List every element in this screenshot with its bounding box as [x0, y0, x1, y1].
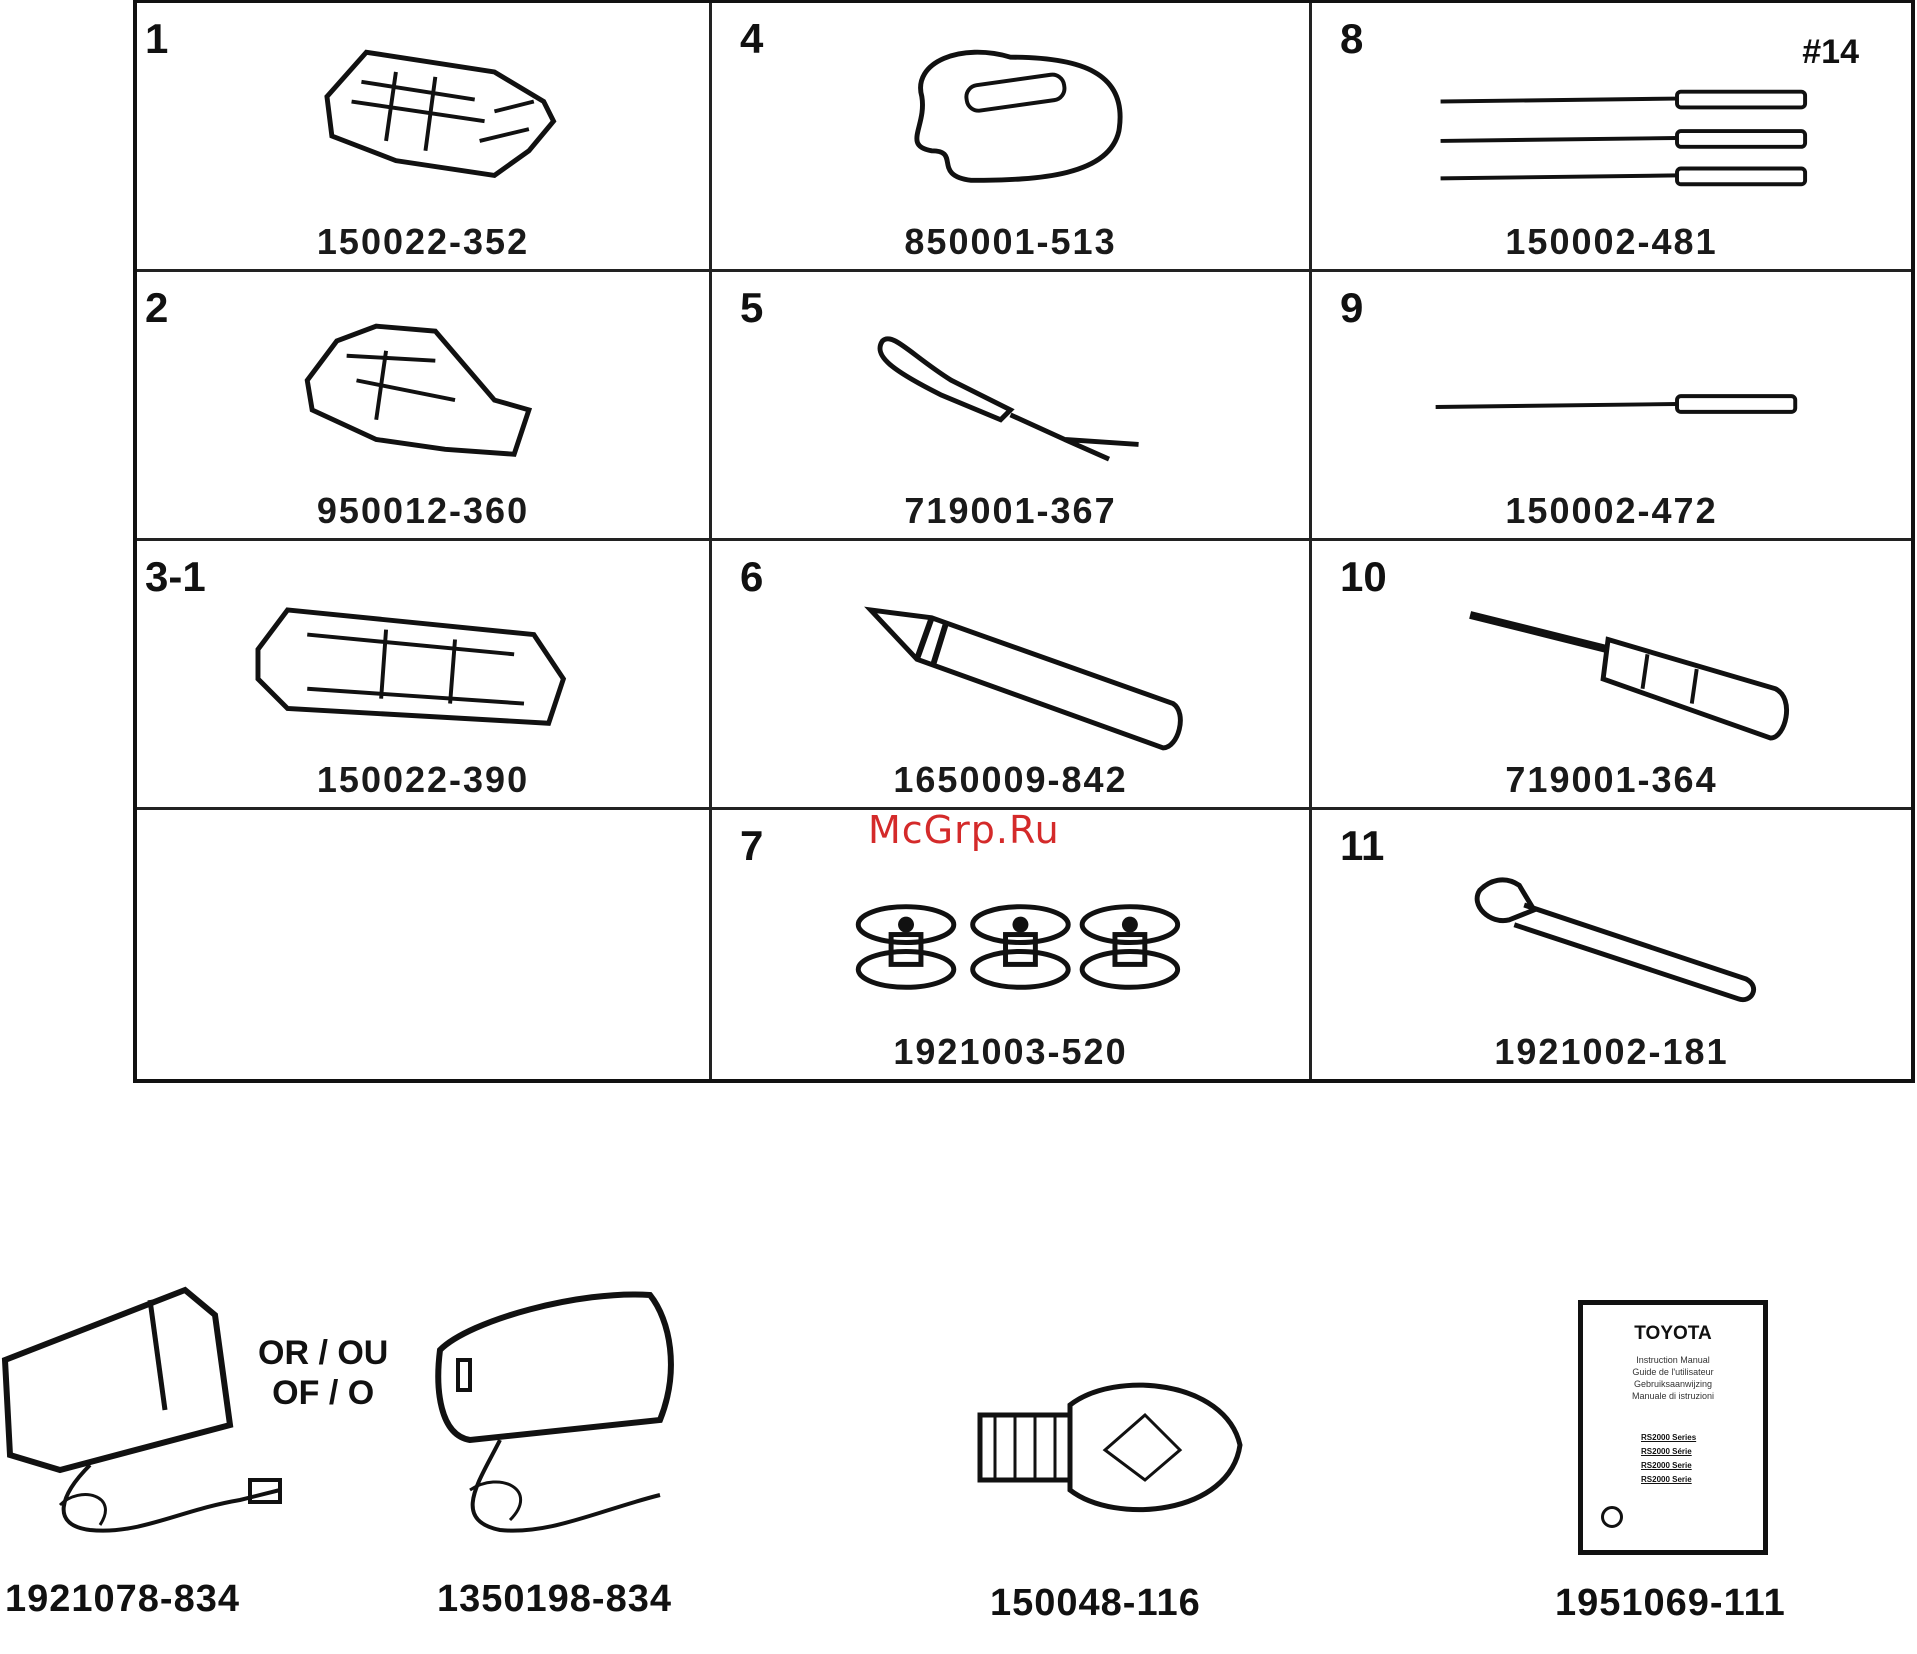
part-number: 8: [1340, 15, 1364, 62]
seam-ripper-icon: [877, 336, 1139, 462]
part-code: 719001-364: [1505, 759, 1718, 800]
part-number: 2: [145, 284, 169, 331]
manual-series-2: RS2000 Série: [1641, 1447, 1692, 1456]
part-cell-7: 7 1921003-520: [712, 810, 1312, 1079]
part-cell-8: 8 #14 150002-481: [1312, 3, 1911, 272]
part-cell-1: 1 150022-352: [137, 3, 712, 272]
manual-series-1: RS2000 Series: [1641, 1433, 1697, 1442]
zipper-foot-icon: [304, 323, 533, 457]
part-code: 150022-352: [316, 221, 530, 262]
or-label-2: OF / O: [272, 1374, 375, 1412]
or-separator: OR / OU OF / O: [258, 1333, 388, 1413]
part-code: 950012-360: [316, 490, 530, 531]
part-number: 11: [1340, 822, 1385, 869]
part-cell-9: 9 150002-472: [1312, 272, 1911, 541]
part-code: 719001-367: [904, 490, 1117, 531]
part-cell-11: 11 1921002-181: [1312, 810, 1911, 1079]
foot-pedal-alt-icon: [435, 1291, 674, 1533]
watermark: McGrp.Ru: [868, 808, 1060, 852]
part-cell-10: 10 719001-364: [1312, 541, 1911, 810]
part-code: 1921002-181: [1494, 1031, 1729, 1072]
part-code: 850001-513: [904, 221, 1117, 262]
part-number: 4: [740, 15, 764, 62]
presser-foot-icon: [324, 49, 557, 178]
needles-icon: [1440, 89, 1808, 187]
part-number: 7: [740, 822, 764, 869]
part-cell-4: 4 850001-513: [712, 3, 1312, 272]
manual-line-3: Gebruiksaanwijzing: [1633, 1379, 1713, 1389]
part-number: 5: [740, 284, 764, 331]
part-code: 1921003-520: [893, 1031, 1128, 1072]
part-code: 150002-481: [1505, 221, 1718, 262]
pedal-code-1: 1921078-834: [5, 1578, 240, 1620]
bobbins-icon: [855, 904, 1181, 990]
part-number: 10: [1340, 553, 1387, 600]
needle-icon: [1435, 394, 1798, 414]
manual-hole: [1601, 1506, 1623, 1528]
instruction-manual-icon: TOYOTA Instruction Manual Guide de l'uti…: [1578, 1300, 1768, 1555]
part-cell-3-1: 3-1 150022-390: [137, 541, 712, 810]
manual-series-3: RS2000 Serie: [1641, 1461, 1692, 1470]
part-number: 1: [145, 15, 169, 62]
empty-cell: [137, 810, 712, 1079]
or-label-1: OR / OU: [258, 1334, 389, 1372]
part-code: 150022-390: [316, 759, 530, 800]
seam-guide-icon: [914, 49, 1123, 183]
manual-series-4: RS2000 Serie: [1641, 1475, 1692, 1484]
bulb-code: 150048-116: [990, 1582, 1201, 1624]
foot-pedal-icon: [1, 1286, 282, 1533]
part-cell-6: 6 1650009-842: [712, 541, 1312, 810]
pedal-code-2: 1350198-834: [437, 1578, 672, 1620]
manual-line-4: Manuale di istruzioni: [1631, 1391, 1715, 1401]
needle-size-label: #14: [1802, 33, 1859, 71]
light-bulb-icon: [977, 1382, 1243, 1513]
manual-line-1: Instruction Manual: [1636, 1355, 1710, 1365]
part-number: 9: [1340, 284, 1364, 331]
manual-brand: TOYOTA: [1634, 1323, 1712, 1344]
lint-brush-icon: [1474, 877, 1757, 1003]
part-number: 3-1: [145, 553, 206, 600]
part-cell-2: 2 950012-360: [137, 272, 712, 541]
manual-line-2: Guide de l'utilisateur: [1632, 1367, 1714, 1377]
manual-code: 1951069-111: [1555, 1582, 1786, 1624]
part-cell-5: 5 719001-367: [712, 272, 1312, 541]
spool-pin-icon: [864, 606, 1183, 751]
screwdriver-icon: [1469, 611, 1789, 741]
part-number: 6: [740, 553, 764, 600]
part-code: 1650009-842: [893, 759, 1128, 800]
accessory-grid: 1 150022-352 4 850001-513 8 #14 150002-4…: [133, 0, 1915, 1083]
part-code: 150002-472: [1505, 490, 1718, 531]
buttonhole-foot-icon: [255, 607, 567, 726]
